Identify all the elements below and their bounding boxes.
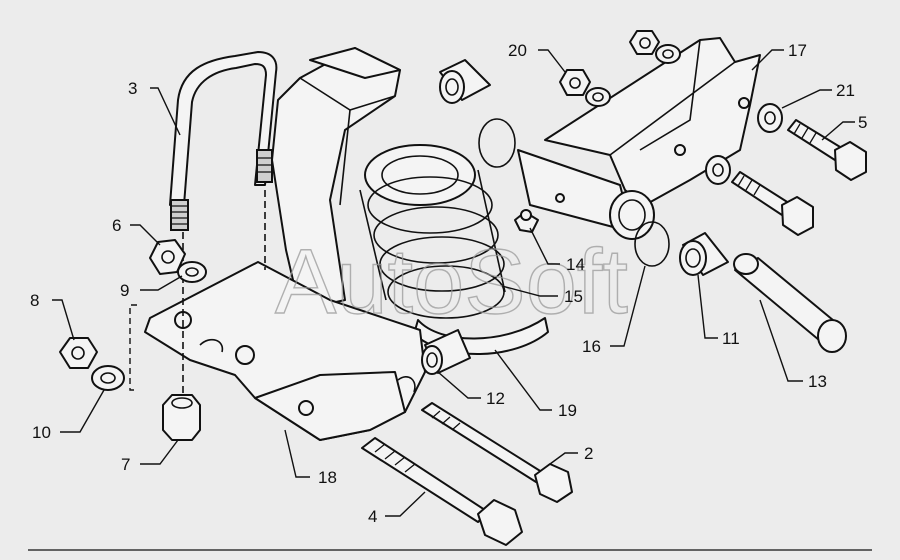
callout-18: 18 <box>318 468 337 487</box>
nut-top <box>629 30 660 55</box>
pivot-pin-13 <box>733 253 847 353</box>
bolt-mid <box>731 171 814 236</box>
callout-8: 8 <box>30 291 39 310</box>
bushing-12 <box>421 329 471 375</box>
bolt-5 <box>787 119 867 181</box>
callout-2: 2 <box>584 444 593 463</box>
washer-21 <box>757 103 783 133</box>
callout-19: 19 <box>558 401 577 420</box>
sleeve-nut-7 <box>162 394 201 441</box>
callout-9: 9 <box>120 281 129 300</box>
callout-labels: 3 6 9 8 10 7 18 4 2 12 19 15 14 16 11 13… <box>30 41 867 526</box>
callout-21: 21 <box>836 81 855 100</box>
washer-mid <box>705 155 731 185</box>
callout-4: 4 <box>368 507 377 526</box>
bushing-20-top <box>439 59 491 104</box>
callout-15: 15 <box>564 287 583 306</box>
callout-11: 11 <box>722 329 740 348</box>
callout-13: 13 <box>808 372 827 391</box>
callout-20: 20 <box>508 41 527 60</box>
leader-lines <box>52 49 855 517</box>
callout-7: 7 <box>121 455 130 474</box>
bushing-11 <box>679 232 729 276</box>
callout-10: 10 <box>32 423 51 442</box>
o-ring-upper <box>478 118 516 168</box>
callout-14: 14 <box>566 255 585 274</box>
lower-bracket-plate <box>144 261 426 441</box>
callout-17: 17 <box>788 41 807 60</box>
u-bolt <box>169 51 278 231</box>
spring-seat-bracket <box>271 47 401 311</box>
watermark: AutoSoft <box>275 231 628 333</box>
washer-10 <box>91 365 125 391</box>
arm-bracket <box>544 37 761 206</box>
callout-12: 12 <box>486 389 505 408</box>
nut-20 <box>559 69 591 96</box>
washer-top <box>655 44 681 64</box>
callout-5: 5 <box>858 113 867 132</box>
nut-6 <box>149 239 186 275</box>
washer-20 <box>585 87 611 107</box>
bolt-2 <box>421 402 573 503</box>
assembly-bracket <box>129 304 137 391</box>
washer-9 <box>177 261 207 283</box>
coil-spring <box>359 144 506 319</box>
bolt-4 <box>361 437 523 546</box>
callout-3: 3 <box>128 79 137 98</box>
nut-8 <box>59 337 98 369</box>
o-ring-16 <box>634 221 670 267</box>
cross-tube <box>517 149 655 240</box>
callout-6: 6 <box>112 216 121 235</box>
grease-nipple <box>514 209 539 233</box>
callout-16: 16 <box>582 337 601 356</box>
